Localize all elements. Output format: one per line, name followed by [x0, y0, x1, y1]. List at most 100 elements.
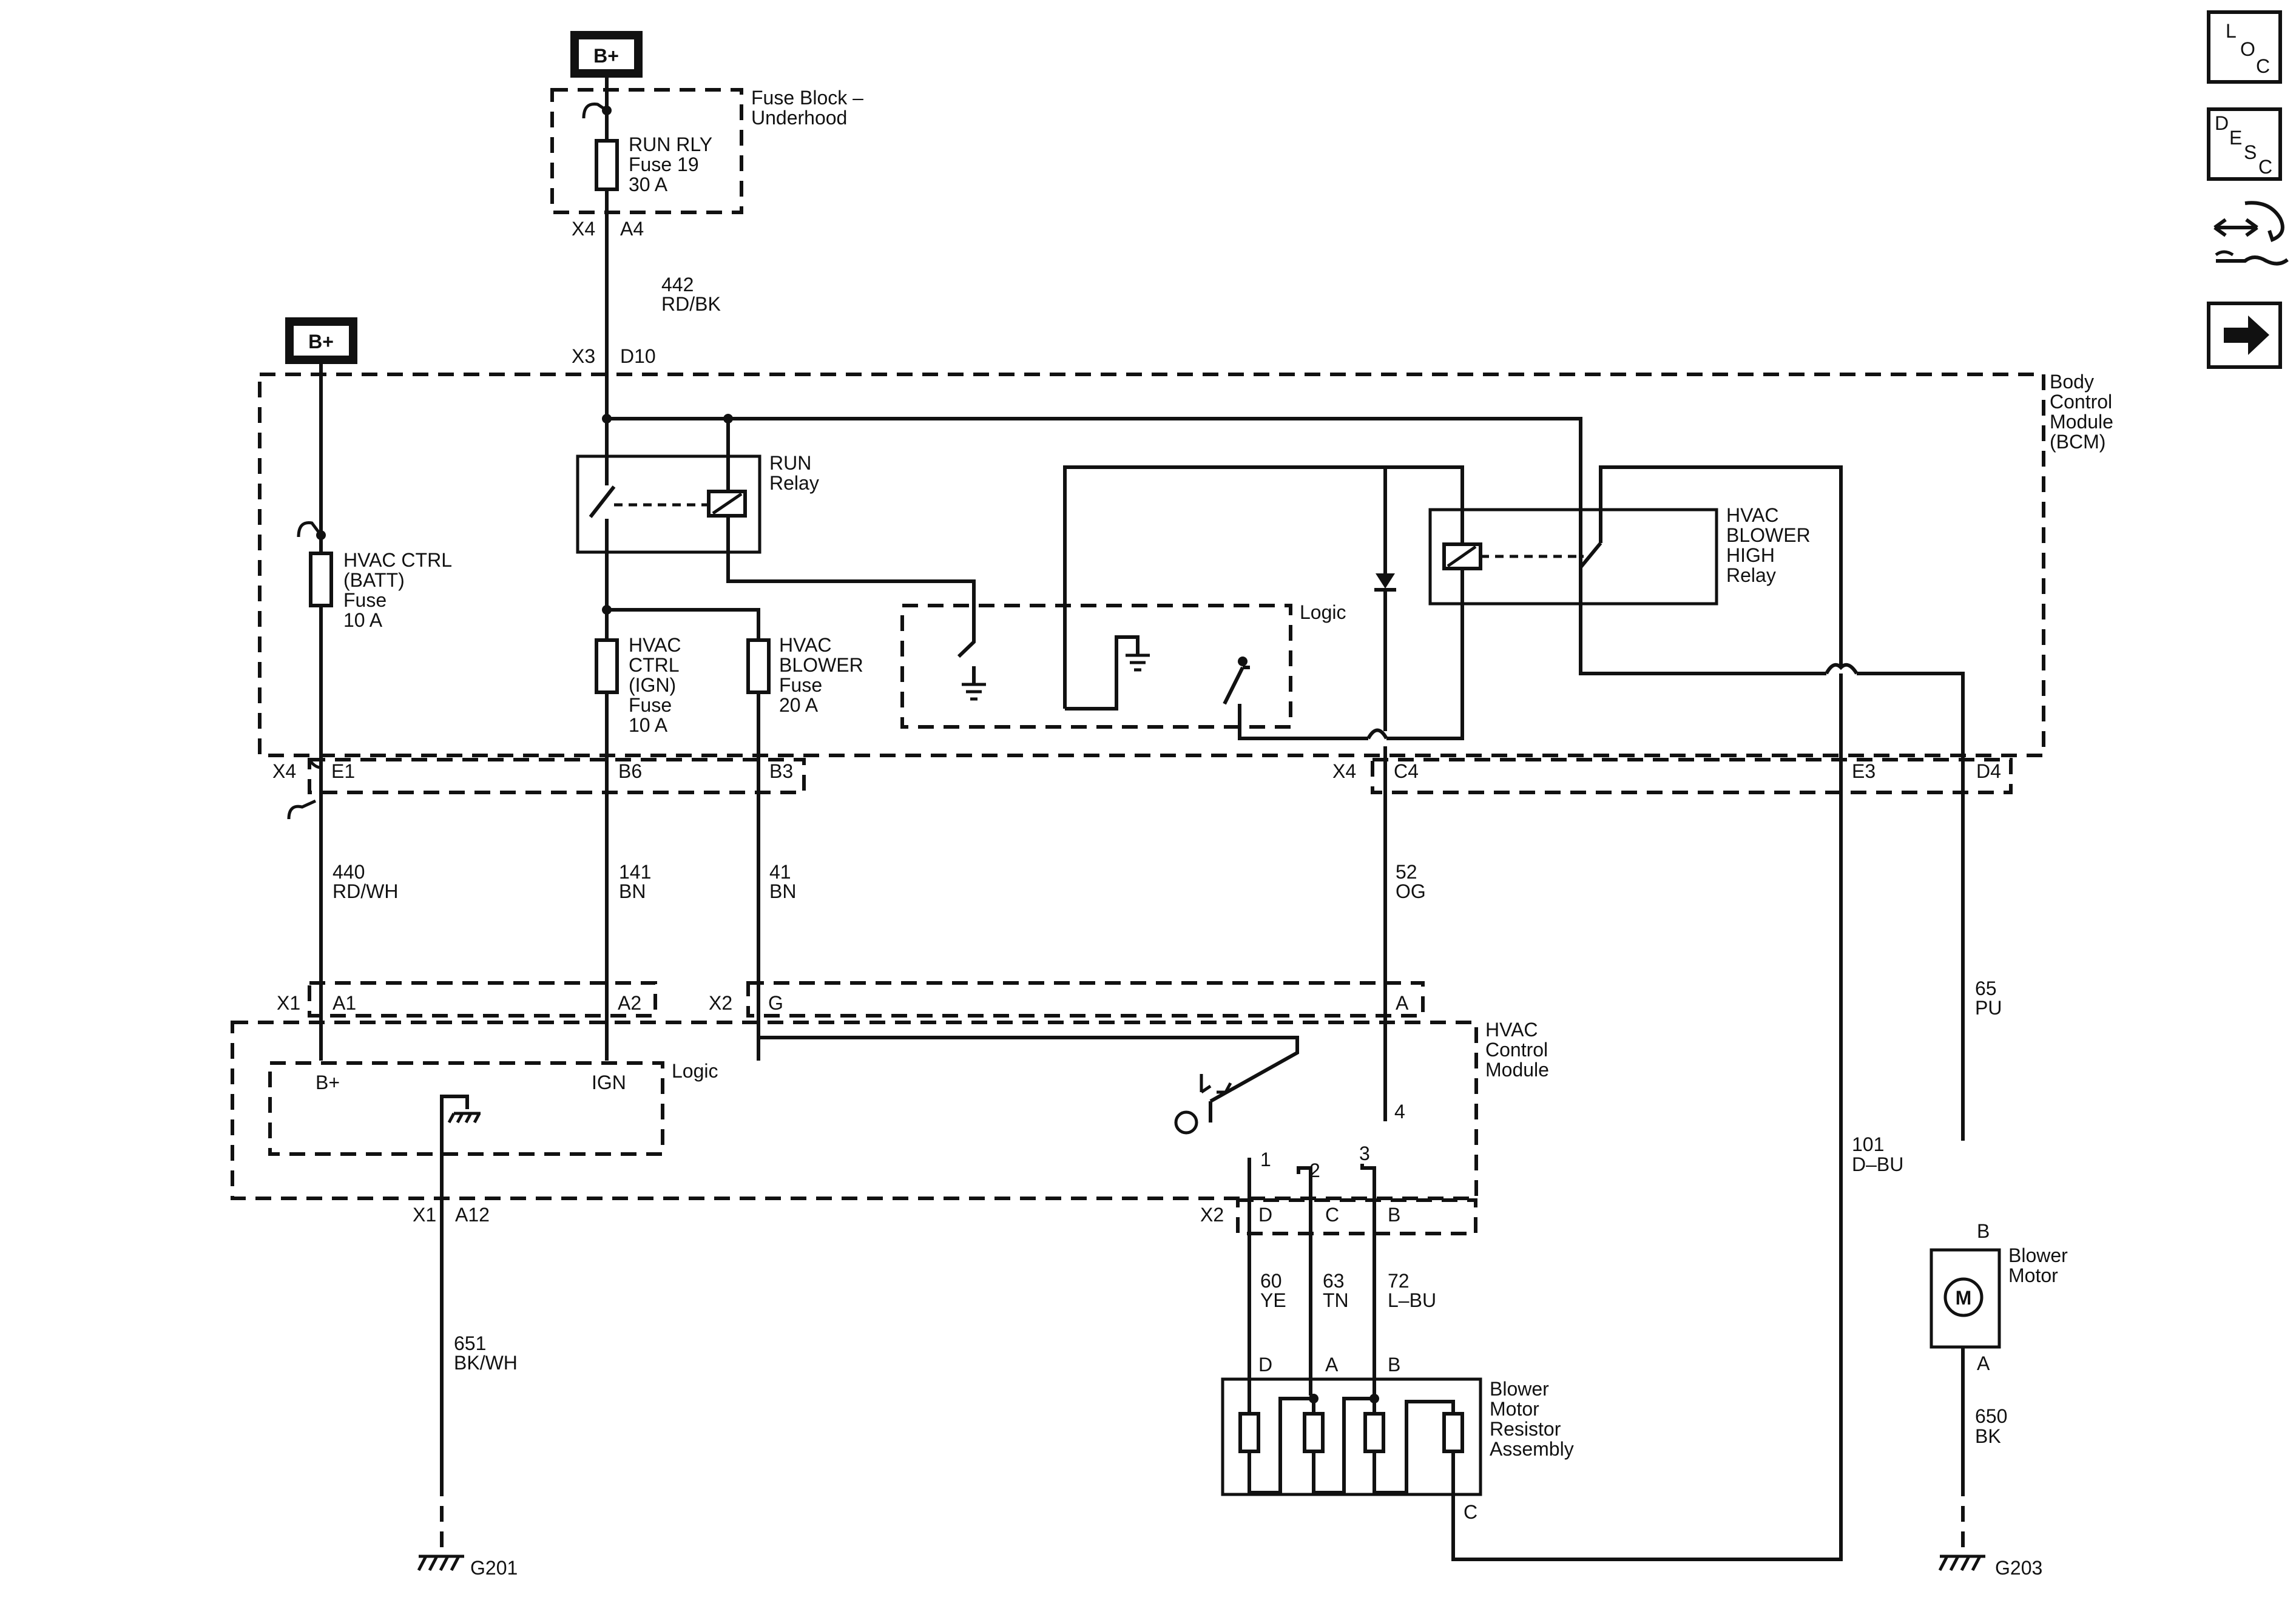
desc-button[interactable]: D E S C	[2207, 107, 2282, 181]
svg-text:Control: Control	[1485, 1039, 1548, 1061]
svg-text:A2: A2	[618, 992, 641, 1014]
bcm-boundary	[258, 373, 2045, 757]
body-control-module: Body Control Module (BCM) X3 D10 B+ HVAC…	[258, 317, 2113, 1141]
svg-text:X3: X3	[572, 345, 595, 367]
wire-63-color: TN	[1323, 1289, 1349, 1311]
bcm-x4-connector-right	[1371, 758, 2013, 794]
svg-text:1: 1	[1260, 1149, 1271, 1170]
svg-text:BLOWER: BLOWER	[779, 654, 863, 676]
svg-text:B: B	[1388, 1354, 1400, 1376]
bcm-x4-connector-left	[308, 758, 806, 794]
next-arrow-button[interactable]	[2207, 302, 2282, 369]
svg-text:Logic: Logic	[1300, 601, 1346, 623]
ground-g201: G201	[470, 1557, 518, 1579]
svg-text:(IGN): (IGN)	[629, 674, 676, 696]
wire-442-circuit: 442	[661, 274, 694, 295]
wire-52-color: OG	[1396, 880, 1426, 902]
svg-text:D10: D10	[620, 345, 656, 367]
ground-g203: G203	[1995, 1557, 2042, 1579]
svg-text:C: C	[1464, 1501, 1477, 1523]
svg-text:IGN: IGN	[592, 1072, 626, 1093]
svg-text:B: B	[1977, 1220, 1990, 1242]
svg-text:HVAC: HVAC	[629, 634, 681, 656]
svg-text:B: B	[1388, 1204, 1400, 1226]
hvac-x1-top-connector	[308, 981, 657, 1018]
loc-button[interactable]: L O C	[2207, 10, 2282, 84]
wire-60-color: YE	[1260, 1289, 1286, 1311]
svg-text:Fuse 19: Fuse 19	[629, 154, 699, 175]
svg-text:O: O	[2240, 38, 2255, 60]
bcm-title: Body	[2050, 371, 2094, 393]
svg-text:Fuse: Fuse	[343, 589, 387, 611]
bplus-fuse-block-label: B+	[593, 45, 619, 67]
svg-text:A4: A4	[620, 218, 644, 240]
next-arrow-icon	[2224, 316, 2269, 355]
svg-text:HVAC: HVAC	[1726, 504, 1779, 526]
svg-text:E: E	[2229, 127, 2242, 149]
wire-72-color: L–BU	[1388, 1289, 1436, 1311]
svg-text:C4: C4	[1394, 760, 1419, 782]
wire-60-circuit: 60	[1260, 1270, 1282, 1292]
svg-text:HIGH: HIGH	[1726, 544, 1775, 566]
svg-text:A: A	[1977, 1352, 1990, 1374]
resistor-4	[1442, 1412, 1464, 1453]
resistor-2	[1303, 1412, 1325, 1453]
wire-41-circuit: 41	[769, 861, 791, 883]
svg-text:RUN: RUN	[769, 452, 811, 474]
wire-650-color: BK	[1975, 1425, 2001, 1447]
hvac-ctrl-batt-fuse	[309, 552, 333, 607]
svg-text:Module: Module	[2050, 411, 2113, 433]
wire-65-color: PU	[1975, 997, 2002, 1019]
hvac-blower-fuse	[746, 638, 771, 694]
svg-text:L: L	[2226, 20, 2237, 42]
wire-101-circuit: 101	[1852, 1133, 1884, 1155]
svg-text:E3: E3	[1852, 760, 1876, 782]
svg-text:Relay: Relay	[1726, 564, 1776, 586]
svg-text:D: D	[1258, 1204, 1272, 1226]
run-rly-fuse-19	[595, 139, 619, 191]
svg-text:A12: A12	[455, 1204, 490, 1226]
motor-symbol-icon	[1943, 1277, 1984, 1317]
blower-motor-resistor-assembly: D A B C Blower Motor Resistor Assembly	[1221, 673, 1843, 1561]
wire-63-circuit: 63	[1323, 1270, 1345, 1292]
wire-65-circuit: 65	[1975, 977, 1997, 999]
svg-text:A1: A1	[333, 992, 356, 1014]
connector-tools-icon[interactable]	[2213, 201, 2289, 266]
wire-141-circuit: 141	[619, 861, 651, 883]
wire-442-color: RD/BK	[661, 293, 721, 315]
svg-text:HVAC: HVAC	[779, 634, 832, 656]
svg-text:M: M	[1956, 1287, 1972, 1309]
svg-text:Blower: Blower	[2008, 1244, 2068, 1266]
svg-text:10 A: 10 A	[343, 609, 383, 631]
svg-text:Relay: Relay	[769, 472, 819, 494]
svg-text:Fuse: Fuse	[779, 674, 822, 696]
wire-440-color: RD/WH	[333, 880, 398, 902]
svg-text:X4: X4	[572, 218, 595, 240]
svg-text:C: C	[2256, 55, 2270, 77]
svg-text:B3: B3	[769, 760, 793, 782]
resistor-1	[1238, 1412, 1260, 1453]
svg-text:10 A: 10 A	[629, 714, 668, 736]
svg-text:RUN RLY: RUN RLY	[629, 133, 712, 155]
svg-text:X2: X2	[1200, 1204, 1224, 1226]
svg-text:D4: D4	[1976, 760, 2001, 782]
svg-text:S: S	[2244, 141, 2257, 163]
svg-text:X4: X4	[272, 760, 296, 782]
hvac-ctrl-ign-fuse	[595, 638, 619, 694]
hvac-x2-top-connector	[746, 981, 1425, 1018]
hvac-control-module: X1 A1 A2 X2 G A HVAC Control Module Logi…	[231, 981, 1549, 1480]
wire-41-color: BN	[769, 880, 796, 902]
wire-651-circuit: 651	[454, 1332, 486, 1354]
svg-text:E1: E1	[331, 760, 355, 782]
svg-text:X1: X1	[413, 1204, 436, 1226]
svg-text:(BATT): (BATT)	[343, 569, 405, 591]
wire-440-circuit: 440	[333, 861, 365, 883]
svg-text:B+: B+	[316, 1072, 340, 1093]
blower-motor: M B A Blower Motor 650 BK	[1930, 1220, 2068, 1480]
fuse-block-title: Fuse Block –	[751, 87, 863, 109]
hvac-logic-box	[268, 1061, 664, 1156]
svg-text:A: A	[1325, 1354, 1339, 1376]
svg-text:HVAC CTRL: HVAC CTRL	[343, 549, 452, 571]
svg-text:30 A: 30 A	[629, 174, 668, 195]
